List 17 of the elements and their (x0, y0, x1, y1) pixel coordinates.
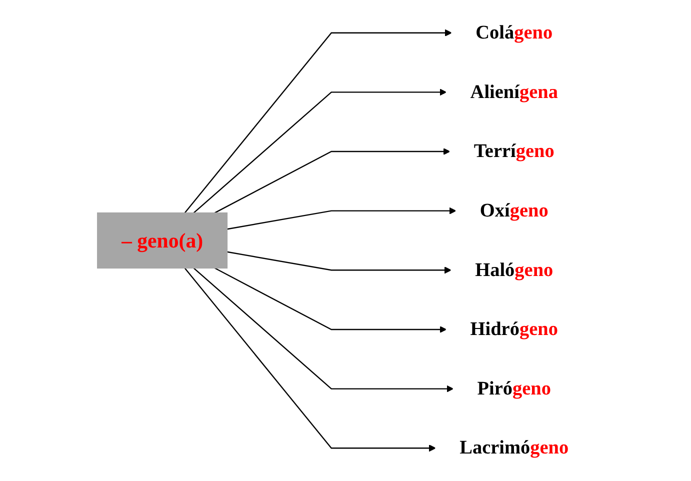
node-text: Hidrógeno (470, 319, 558, 340)
arrow (228, 207, 457, 230)
node-text: Lacrimógeno (460, 438, 570, 459)
node-box: – geno(a) (97, 212, 228, 269)
arrow (194, 268, 454, 392)
node-text: Halógeno (476, 260, 554, 281)
node-text: Alienígena (470, 82, 558, 103)
arrow (215, 268, 448, 333)
node-text: Oxígeno (480, 200, 549, 222)
arrow (215, 148, 451, 214)
node-text: Terrígeno (474, 141, 555, 162)
arrow (228, 251, 452, 274)
node-text: Colágeno (476, 22, 554, 44)
node-text: Pirógeno (478, 378, 552, 400)
arrow (194, 88, 448, 214)
arrow (184, 268, 436, 452)
arrow (184, 29, 452, 214)
